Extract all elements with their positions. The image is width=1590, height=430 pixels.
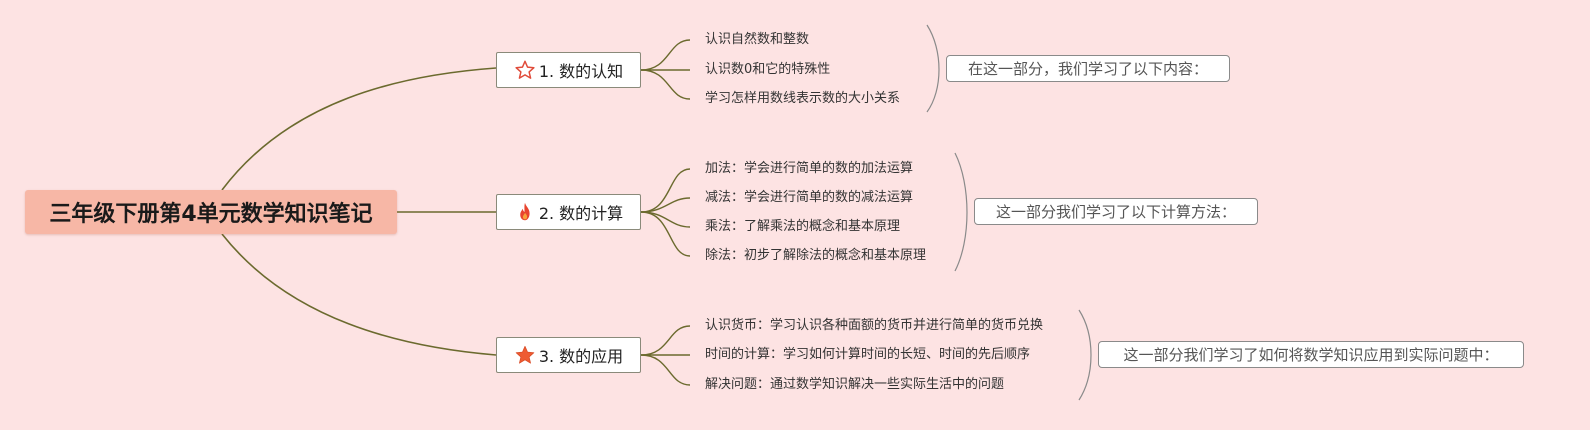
root-topic-label: 三年级下册第4单元数学知识笔记 bbox=[49, 202, 373, 227]
subtopic-item[interactable]: 减法：学会进行简单的数的减法运算 bbox=[705, 190, 914, 205]
topic-number-application[interactable]: 3. 数的应用 bbox=[496, 337, 641, 373]
summary-bracket-1 bbox=[926, 24, 940, 113]
summary-box-1[interactable]: 在这一部分，我们学习了以下内容： bbox=[946, 55, 1230, 82]
topic-label: 1. 数的认知 bbox=[538, 62, 624, 81]
topic-label: 2. 数的计算 bbox=[538, 204, 624, 223]
topic-number-cognition[interactable]: 1. 数的认知 bbox=[496, 52, 641, 88]
subtopic-item[interactable]: 加法：学会进行简单的数的加法运算 bbox=[705, 161, 914, 176]
subtopic-item[interactable]: 认识数0和它的特殊性 bbox=[705, 62, 831, 77]
subtopic-item[interactable]: 时间的计算：学习如何计算时间的长短、时间的先后顺序 bbox=[705, 347, 1031, 362]
branch-line-1 bbox=[221, 67, 497, 191]
branch-line-3 bbox=[221, 233, 497, 356]
subtopic-item[interactable]: 认识货币：学习认识各种面额的货币并进行简单的货币兑换 bbox=[705, 318, 1044, 333]
summary-label: 这一部分我们学习了如何将数学知识应用到实际问题中： bbox=[1123, 346, 1499, 364]
summary-box-3[interactable]: 这一部分我们学习了如何将数学知识应用到实际问题中： bbox=[1098, 341, 1524, 368]
topic-number-calculation[interactable]: 2. 数的计算 bbox=[496, 194, 641, 230]
summary-bracket-3 bbox=[1078, 309, 1092, 401]
item-line-1-3 bbox=[640, 69, 691, 100]
summary-label: 在这一部分，我们学习了以下内容： bbox=[967, 60, 1208, 78]
item-line-1-1 bbox=[640, 39, 691, 71]
item-line-2-2 bbox=[640, 197, 691, 213]
item-line-3-1 bbox=[640, 325, 691, 356]
subtopic-item[interactable]: 乘法：了解乘法的概念和基本原理 bbox=[705, 219, 901, 234]
topic-label: 3. 数的应用 bbox=[538, 347, 624, 366]
subtopic-item[interactable]: 认识自然数和整数 bbox=[705, 32, 810, 47]
fire-icon bbox=[514, 201, 536, 223]
root-topic[interactable]: 三年级下册第4单元数学知识笔记 bbox=[25, 190, 397, 234]
star-filled-icon bbox=[514, 344, 536, 366]
subtopic-item[interactable]: 学习怎样用数线表示数的大小关系 bbox=[705, 91, 901, 106]
star-outline-icon bbox=[514, 59, 536, 81]
item-line-2-4 bbox=[640, 211, 691, 257]
subtopic-item[interactable]: 解决问题：通过数学知识解决一些实际生活中的问题 bbox=[705, 377, 1005, 392]
item-line-2-3 bbox=[640, 211, 691, 228]
summary-box-2[interactable]: 这一部分我们学习了以下计算方法： bbox=[974, 198, 1258, 225]
subtopic-item[interactable]: 除法：初步了解除法的概念和基本原理 bbox=[705, 248, 927, 263]
summary-label: 这一部分我们学习了以下计算方法： bbox=[995, 203, 1236, 221]
item-line-3-3 bbox=[640, 354, 691, 386]
summary-bracket-2 bbox=[954, 152, 968, 272]
